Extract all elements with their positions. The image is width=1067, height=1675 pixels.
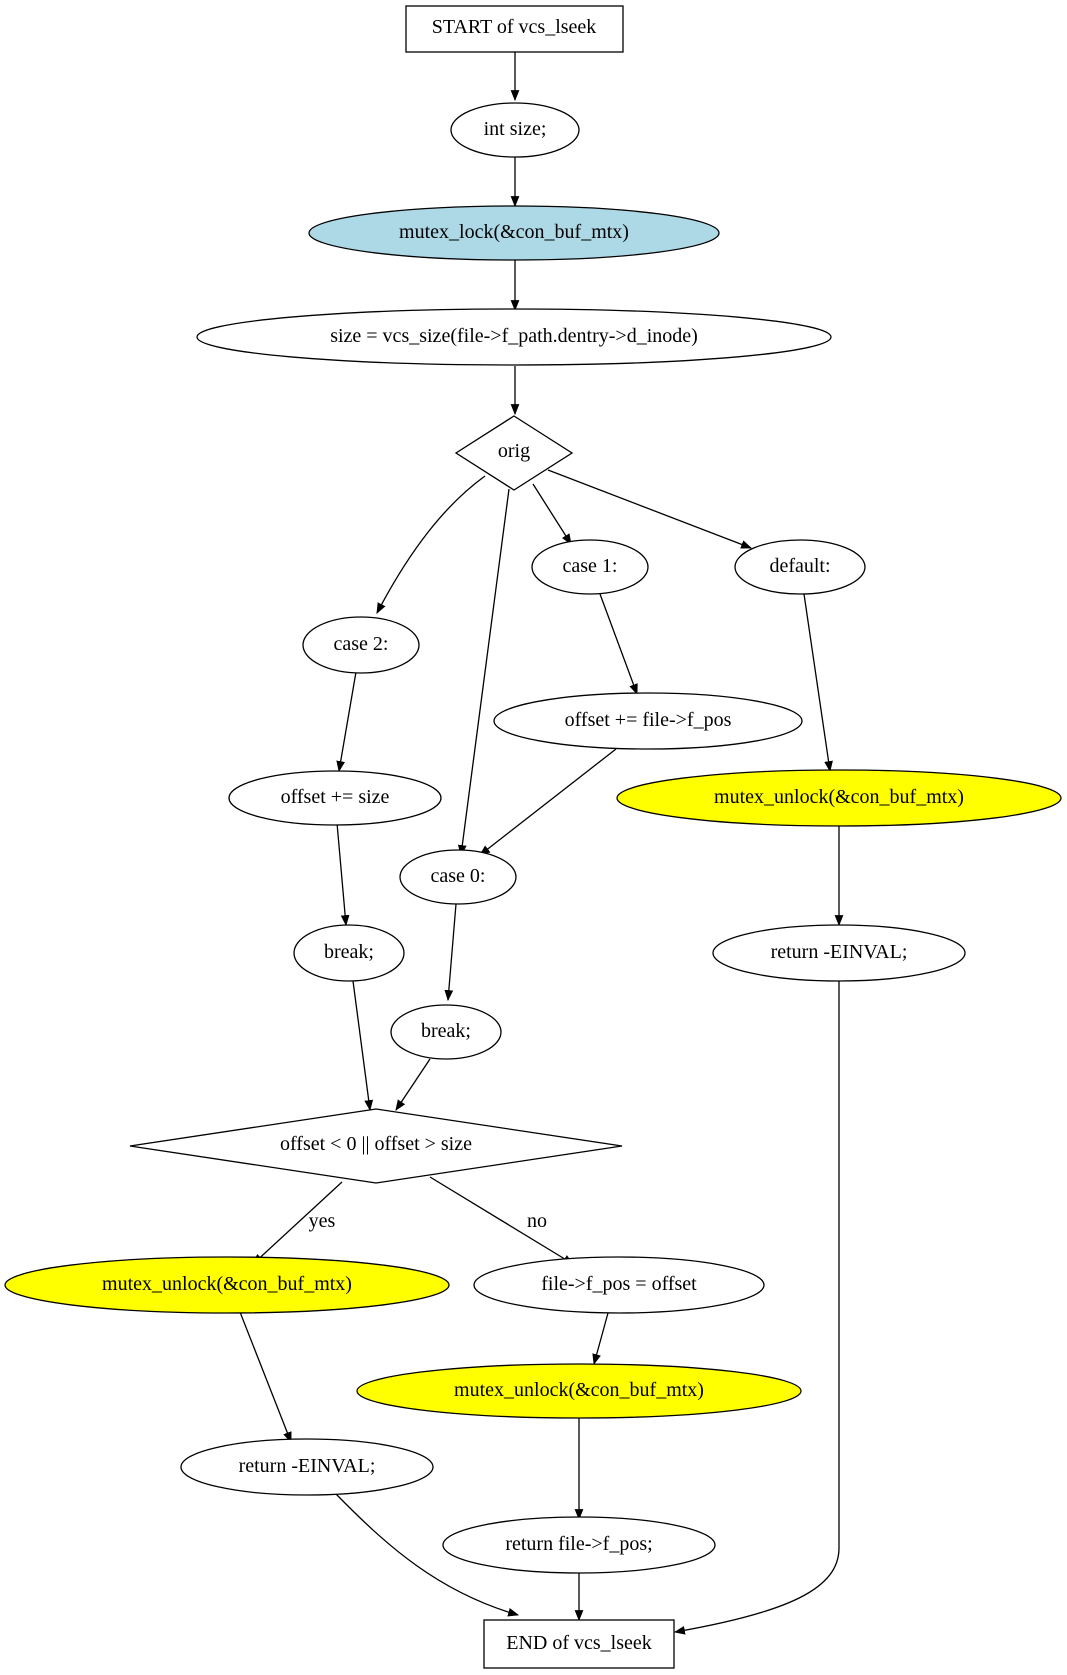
node-case-0: case 0: <box>399 849 517 905</box>
node-unlock-no: mutex_unlock(&con_buf_mtx) <box>356 1363 802 1419</box>
edge-fpos-to-unlock <box>592 1312 609 1366</box>
edge-break0-to-condition <box>395 1058 431 1111</box>
svg-text:case 2:: case 2: <box>334 633 389 655</box>
node-fpos-assign: file->f_pos = offset <box>473 1256 765 1314</box>
edge-orig-to-default <box>547 469 753 549</box>
edge-break2-to-condition <box>352 980 374 1112</box>
edge-unlockyes-to-return <box>239 1311 292 1444</box>
node-start: START of vcs_lseek <box>405 5 624 53</box>
edge-case2-to-offsetsize <box>336 671 357 773</box>
svg-text:int size;: int size; <box>484 118 547 140</box>
svg-text:break;: break; <box>324 941 374 963</box>
node-size-assign: size = vcs_size(file->f_path.dentry->d_i… <box>196 308 832 366</box>
node-return-einval-yes: return -EINVAL; <box>180 1438 434 1496</box>
edge-case0-to-break <box>444 903 457 1002</box>
edge-condition-no <box>429 1176 574 1265</box>
edge-default-to-unlock <box>803 593 833 773</box>
node-decl-size: int size; <box>450 102 580 158</box>
svg-text:case 1:: case 1: <box>563 555 618 577</box>
svg-text:break;: break; <box>421 1020 471 1042</box>
edge-label-yes: yes <box>309 1210 336 1232</box>
svg-text:mutex_lock(&con_buf_mtx): mutex_lock(&con_buf_mtx) <box>399 221 629 243</box>
edge-returndefault-to-end <box>673 981 840 1635</box>
edge-orig-to-case1 <box>532 483 572 545</box>
svg-text:orig: orig <box>498 440 530 462</box>
node-offset-add-fpos: offset += file->f_pos <box>493 692 803 750</box>
svg-text:return -EINVAL;: return -EINVAL; <box>771 941 908 963</box>
edge-case1-to-offsetfpos <box>599 593 638 696</box>
svg-text:START of vcs_lseek: START of vcs_lseek <box>432 16 597 38</box>
node-condition-offset: offset < 0 || offset > size <box>129 1108 623 1184</box>
edges <box>239 52 844 1635</box>
svg-text:END of vcs_lseek: END of vcs_lseek <box>506 1632 652 1654</box>
node-return-einval-default: return -EINVAL; <box>712 924 966 982</box>
edge-label-no: no <box>527 1210 547 1232</box>
node-unlock-yes: mutex_unlock(&con_buf_mtx) <box>4 1256 450 1314</box>
svg-text:offset < 0 || offset > size: offset < 0 || offset > size <box>280 1133 472 1155</box>
svg-text:offset += file->f_pos: offset += file->f_pos <box>565 709 732 731</box>
node-switch-orig: orig <box>454 415 574 491</box>
svg-text:file->f_pos = offset: file->f_pos = offset <box>541 1273 697 1295</box>
node-mutex-lock: mutex_lock(&con_buf_mtx) <box>308 205 720 261</box>
svg-text:default:: default: <box>769 555 830 577</box>
node-break-case2: break; <box>293 924 405 982</box>
svg-text:mutex_unlock(&con_buf_mtx): mutex_unlock(&con_buf_mtx) <box>714 786 964 808</box>
svg-text:size = vcs_size(file->f_path.d: size = vcs_size(file->f_path.dentry->d_i… <box>330 325 698 347</box>
edge-offsetfpos-to-case0 <box>479 748 617 856</box>
node-case-2: case 2: <box>302 616 420 674</box>
edge-orig-to-case2 <box>376 475 486 614</box>
node-default: default: <box>734 539 866 595</box>
svg-text:mutex_unlock(&con_buf_mtx): mutex_unlock(&con_buf_mtx) <box>454 1379 704 1401</box>
edge-returneinval-to-end <box>335 1493 520 1617</box>
edge-offsetsize-to-break <box>336 822 350 927</box>
node-offset-add-size: offset += size <box>228 770 442 826</box>
node-case-1: case 1: <box>531 539 649 595</box>
svg-text:return file->f_pos;: return file->f_pos; <box>505 1533 652 1555</box>
edge-orig-to-case0 <box>457 488 510 857</box>
svg-text:return -EINVAL;: return -EINVAL; <box>239 1455 376 1477</box>
svg-text:mutex_unlock(&con_buf_mtx): mutex_unlock(&con_buf_mtx) <box>102 1273 352 1295</box>
node-end: END of vcs_lseek <box>483 1619 675 1669</box>
svg-text:case 0:: case 0: <box>431 865 486 887</box>
node-break-case0: break; <box>390 1004 502 1060</box>
edge-condition-yes <box>252 1181 343 1265</box>
node-unlock-default: mutex_unlock(&con_buf_mtx) <box>616 769 1062 827</box>
svg-text:offset += size: offset += size <box>281 786 390 808</box>
node-return-fpos: return file->f_pos; <box>442 1516 716 1574</box>
